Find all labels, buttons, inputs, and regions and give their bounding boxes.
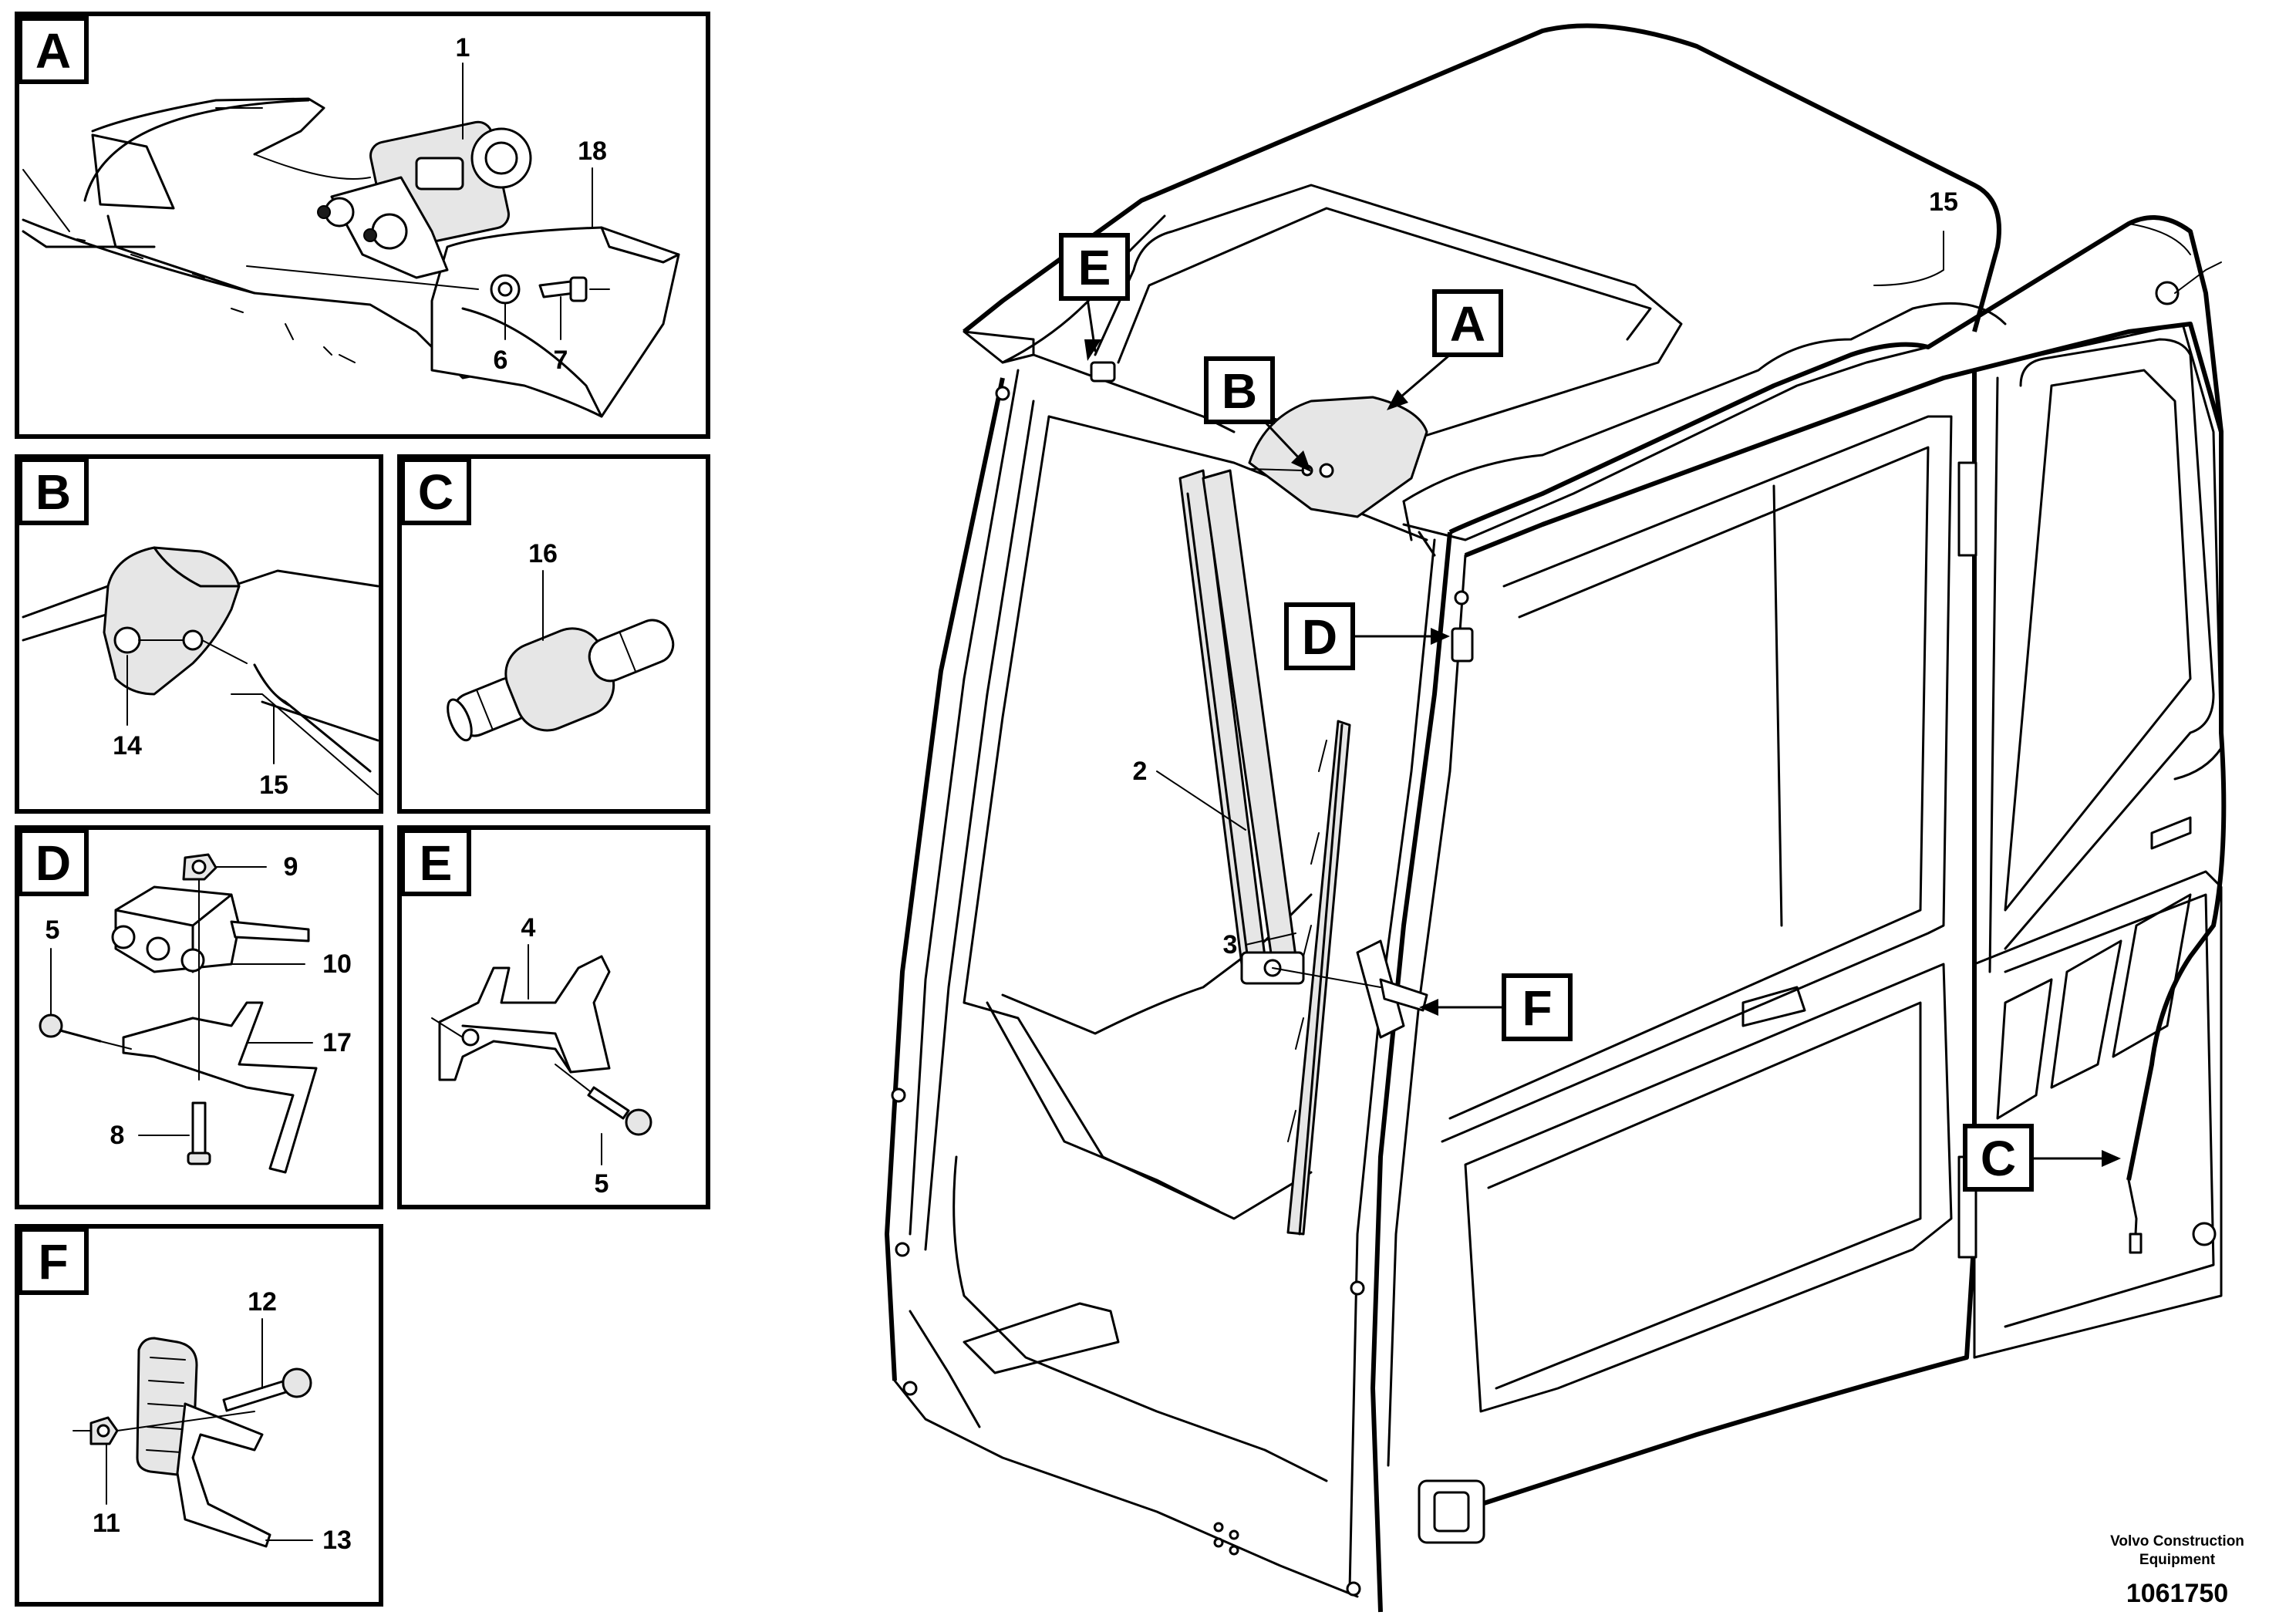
callout-5-detail-e: 5 <box>595 1169 609 1199</box>
main-tag-f: F <box>1419 973 1573 1041</box>
callout-11: 11 <box>93 1509 120 1538</box>
svg-text:B: B <box>1222 363 1257 419</box>
detail-panel-b: B 14 15 <box>15 454 383 814</box>
svg-text:A: A <box>1450 296 1485 352</box>
main-tag-e: E <box>1059 233 1130 361</box>
callout-1: 1 <box>456 33 470 62</box>
main-tag-d: D <box>1284 602 1450 670</box>
callout-4: 4 <box>521 913 536 943</box>
callout-12: 12 <box>248 1287 277 1317</box>
detail-tag-b: B <box>35 464 71 520</box>
callout-17: 17 <box>322 1028 352 1057</box>
callout-16: 16 <box>528 539 558 568</box>
callout-15-detail-b: 15 <box>259 771 288 800</box>
detail-panel-a: A 1 18 6 7 <box>15 12 710 439</box>
callout-3: 3 <box>1223 930 1238 959</box>
detail-panel-c: C 16 <box>397 454 710 814</box>
callout-6: 6 <box>494 346 508 375</box>
detail-tag-d: D <box>35 835 71 891</box>
callout-10: 10 <box>322 949 352 979</box>
detail-tag-c: C <box>418 464 453 520</box>
callout-8: 8 <box>110 1121 125 1150</box>
detail-panel-e: E 4 5 <box>397 825 710 1209</box>
svg-text:C: C <box>1981 1131 2016 1186</box>
cab-main-view: 2 3 15 E A B D F <box>885 23 2227 1613</box>
callout-9: 9 <box>284 852 298 882</box>
callout-14: 14 <box>113 731 142 760</box>
svg-text:E: E <box>1078 240 1111 295</box>
credit-line-1: Volvo Construction <box>2110 1533 2244 1549</box>
document-number: 1061750 <box>2126 1579 2228 1608</box>
callout-18: 18 <box>578 137 607 166</box>
detail-tag-a: A <box>35 23 71 79</box>
callout-15-main: 15 <box>1929 187 1958 217</box>
detail-tag-f: F <box>38 1234 68 1290</box>
credit-line-2: Equipment <box>2139 1552 2216 1568</box>
callout-13: 13 <box>322 1526 352 1555</box>
svg-text:F: F <box>1522 980 1552 1036</box>
main-tag-b: B <box>1204 356 1311 472</box>
main-tag-a: A <box>1387 289 1503 410</box>
detail-panel-d: D 9 10 17 5 8 <box>15 825 383 1209</box>
callout-7: 7 <box>554 346 568 375</box>
svg-text:D: D <box>1302 609 1337 665</box>
callout-5-detail-d: 5 <box>46 916 60 945</box>
callout-2: 2 <box>1133 757 1148 786</box>
detail-tag-e: E <box>420 835 453 891</box>
main-tag-c: C <box>1963 1124 2121 1192</box>
detail-panel-f: F 12 11 13 <box>15 1224 383 1607</box>
